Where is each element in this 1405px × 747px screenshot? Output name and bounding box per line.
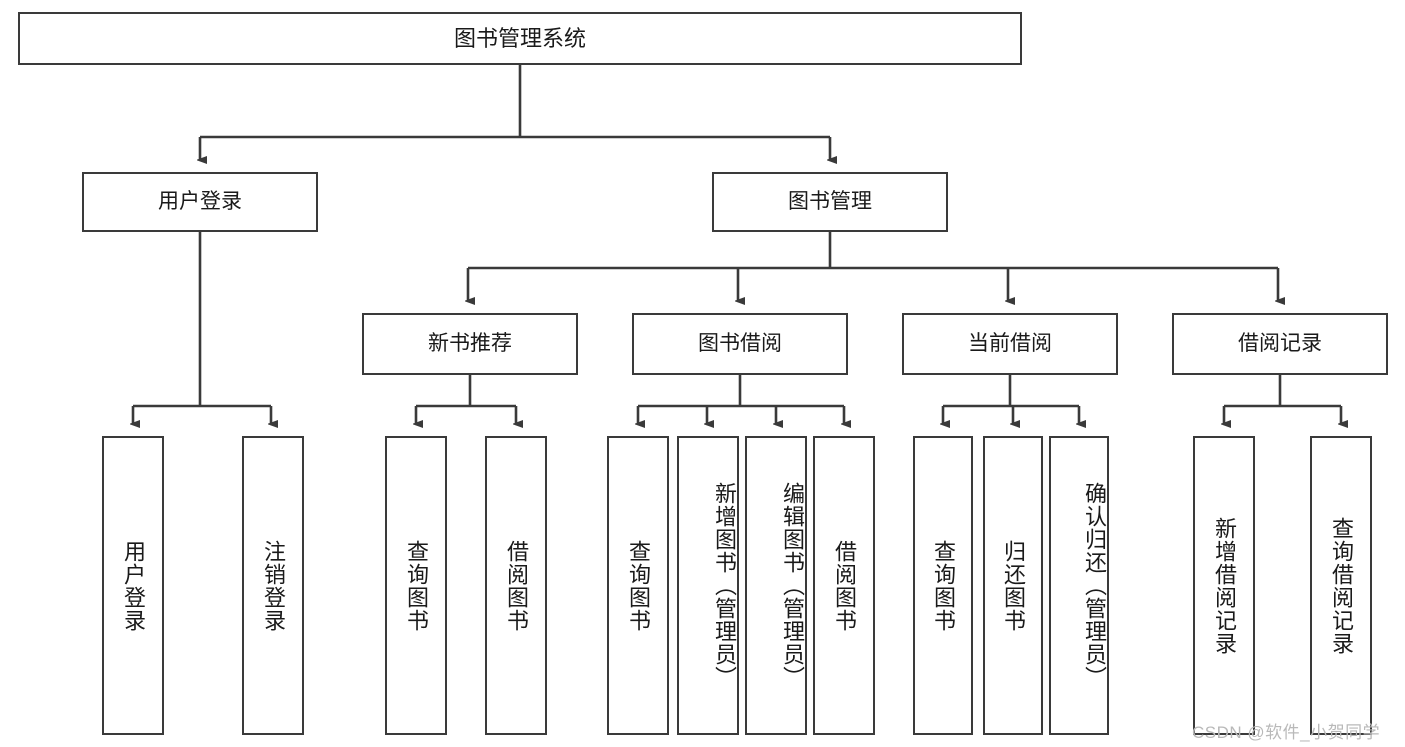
node-label: 查询图书 bbox=[930, 539, 956, 632]
node-label: 新增图书（管理员） bbox=[712, 482, 737, 689]
node-label: 新增借阅记录 bbox=[1211, 516, 1237, 655]
leaf-edit-book-admin[interactable]: 编辑图书（管理员） bbox=[745, 436, 807, 735]
node-root-system[interactable]: 图书管理系统 bbox=[18, 12, 1022, 65]
node-label: 借阅图书 bbox=[503, 539, 529, 632]
node-label: 查询借阅记录 bbox=[1328, 516, 1354, 655]
leaf-add-book-admin[interactable]: 新增图书（管理员） bbox=[677, 436, 739, 735]
node-borrowing-records[interactable]: 借阅记录 bbox=[1172, 313, 1388, 375]
node-label: 查询图书 bbox=[625, 539, 651, 632]
node-label: 归还图书 bbox=[1000, 539, 1026, 632]
leaf-confirm-return-admin[interactable]: 确认归还（管理员） bbox=[1049, 436, 1109, 735]
node-label: 确认归还（管理员） bbox=[1082, 482, 1107, 689]
node-label: 注销登录 bbox=[260, 539, 286, 632]
node-user-login[interactable]: 用户登录 bbox=[82, 172, 318, 232]
node-label: 编辑图书（管理员） bbox=[780, 482, 805, 689]
node-label: 借阅图书 bbox=[831, 539, 857, 632]
node-book-borrowing[interactable]: 图书借阅 bbox=[632, 313, 848, 375]
leaf-borrow-book[interactable]: 借阅图书 bbox=[813, 436, 875, 735]
node-label: 借阅记录 bbox=[1238, 331, 1322, 355]
leaf-query-borrow-record[interactable]: 查询借阅记录 bbox=[1310, 436, 1372, 735]
csdn-watermark: CSDN @软件_小贺同学 bbox=[1192, 723, 1381, 742]
node-label: 查询图书 bbox=[403, 539, 429, 632]
node-label: 当前借阅 bbox=[968, 331, 1052, 355]
node-label: 新书推荐 bbox=[428, 331, 512, 355]
node-book-management[interactable]: 图书管理 bbox=[712, 172, 948, 232]
node-label: 图书管理 bbox=[788, 189, 872, 213]
node-current-borrowing[interactable]: 当前借阅 bbox=[902, 313, 1118, 375]
node-label: 用户登录 bbox=[120, 539, 146, 632]
leaf-return-book[interactable]: 归还图书 bbox=[983, 436, 1043, 735]
leaf-query-book-recommend[interactable]: 查询图书 bbox=[385, 436, 447, 735]
leaf-borrow-book-recommend[interactable]: 借阅图书 bbox=[485, 436, 547, 735]
leaf-query-book-current[interactable]: 查询图书 bbox=[913, 436, 973, 735]
node-new-book-recommendation[interactable]: 新书推荐 bbox=[362, 313, 578, 375]
leaf-add-borrow-record[interactable]: 新增借阅记录 bbox=[1193, 436, 1255, 735]
leaf-query-book-borrow[interactable]: 查询图书 bbox=[607, 436, 669, 735]
leaf-user-login[interactable]: 用户登录 bbox=[102, 436, 164, 735]
leaf-logout-login[interactable]: 注销登录 bbox=[242, 436, 304, 735]
node-label: 用户登录 bbox=[158, 189, 242, 213]
node-label: 图书管理系统 bbox=[453, 25, 586, 51]
node-label: 图书借阅 bbox=[698, 331, 782, 355]
